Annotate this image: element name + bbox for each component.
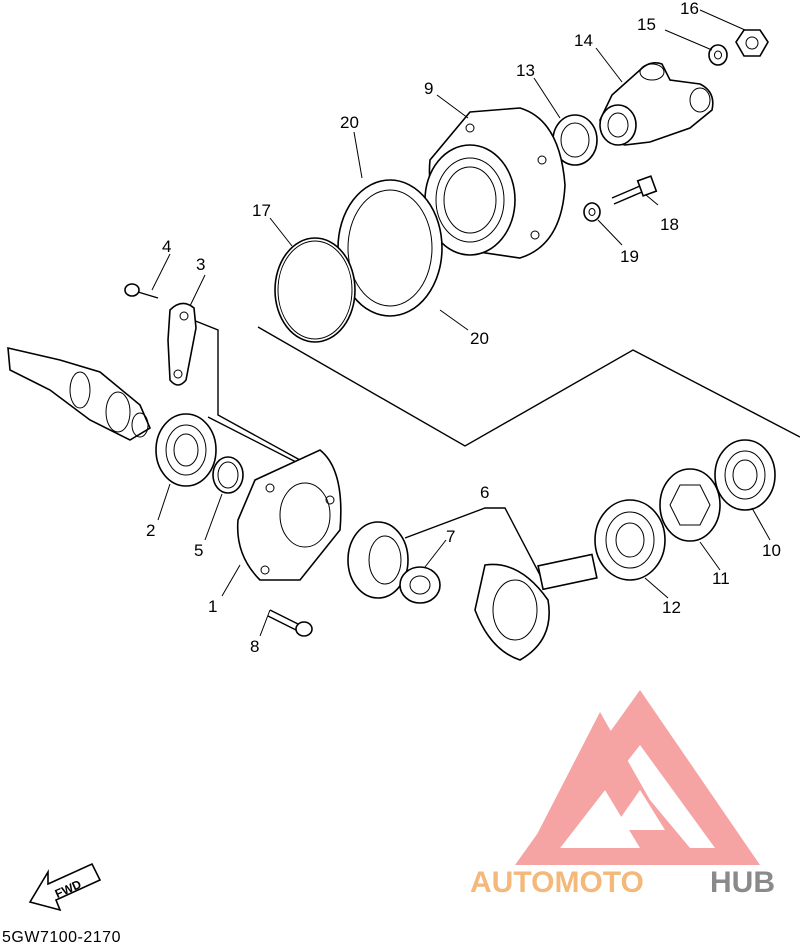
callout-9: 9: [424, 79, 433, 98]
callout-5: 5: [194, 541, 203, 560]
part-15-washer: [708, 44, 728, 66]
callout-10: 10: [762, 541, 781, 560]
callout-14: 14: [574, 31, 593, 50]
part-12-bearing: [594, 499, 666, 581]
callout-7: 7: [446, 527, 455, 546]
part-3-bracket: [167, 302, 197, 386]
part-13-seal: [552, 114, 598, 166]
callout-15: 15: [637, 15, 656, 34]
callout-6: 6: [480, 483, 489, 502]
callout-12: 12: [662, 598, 681, 617]
watermark-text-automoto: AUTOMOTO: [470, 866, 644, 899]
assembly-lines: [192, 319, 800, 576]
callout-4: 4: [162, 237, 171, 256]
part-1-bearing-housing: [236, 449, 342, 581]
input-shaft: [7, 346, 152, 441]
part-19-washer: [583, 202, 601, 222]
callout-20-top: 20: [340, 113, 359, 132]
callout-16: 16: [680, 0, 699, 18]
part-18-bolt: [611, 175, 658, 205]
part-16-nut: [735, 29, 769, 57]
callout-17: 17: [252, 201, 271, 220]
part-5-circlip: [212, 456, 244, 494]
watermark-text-hub: HUB: [710, 866, 775, 899]
callout-18: 18: [660, 215, 679, 234]
callout-8: 8: [250, 637, 259, 656]
part-4-screw: [124, 283, 159, 299]
diagram-reference-code: 5GW7100-2170: [2, 929, 121, 945]
part-14-yoke: [599, 62, 714, 146]
callout-13: 13: [516, 61, 535, 80]
part-20-gasket: [337, 179, 443, 317]
part-6-gear-set: [347, 521, 598, 661]
part-17-o-ring: [274, 237, 356, 343]
fwd-arrow-icon: FWD: [28, 862, 102, 912]
leader-lines: [151, 9, 771, 637]
callout-2: 2: [146, 521, 155, 540]
part-2-bearing: [155, 413, 217, 487]
part-9-housing: [424, 107, 566, 259]
callout-20-bottom: 20: [470, 329, 489, 348]
watermark-logo: [515, 690, 760, 865]
part-11-nut: [659, 468, 721, 542]
part-10-bearing: [714, 439, 776, 511]
callout-11: 11: [712, 569, 730, 588]
part-7-nut: [399, 566, 441, 604]
callout-3: 3: [196, 255, 205, 274]
part-8-bolt: [267, 609, 313, 637]
callout-1: 1: [208, 597, 217, 616]
callout-19: 19: [620, 247, 639, 266]
